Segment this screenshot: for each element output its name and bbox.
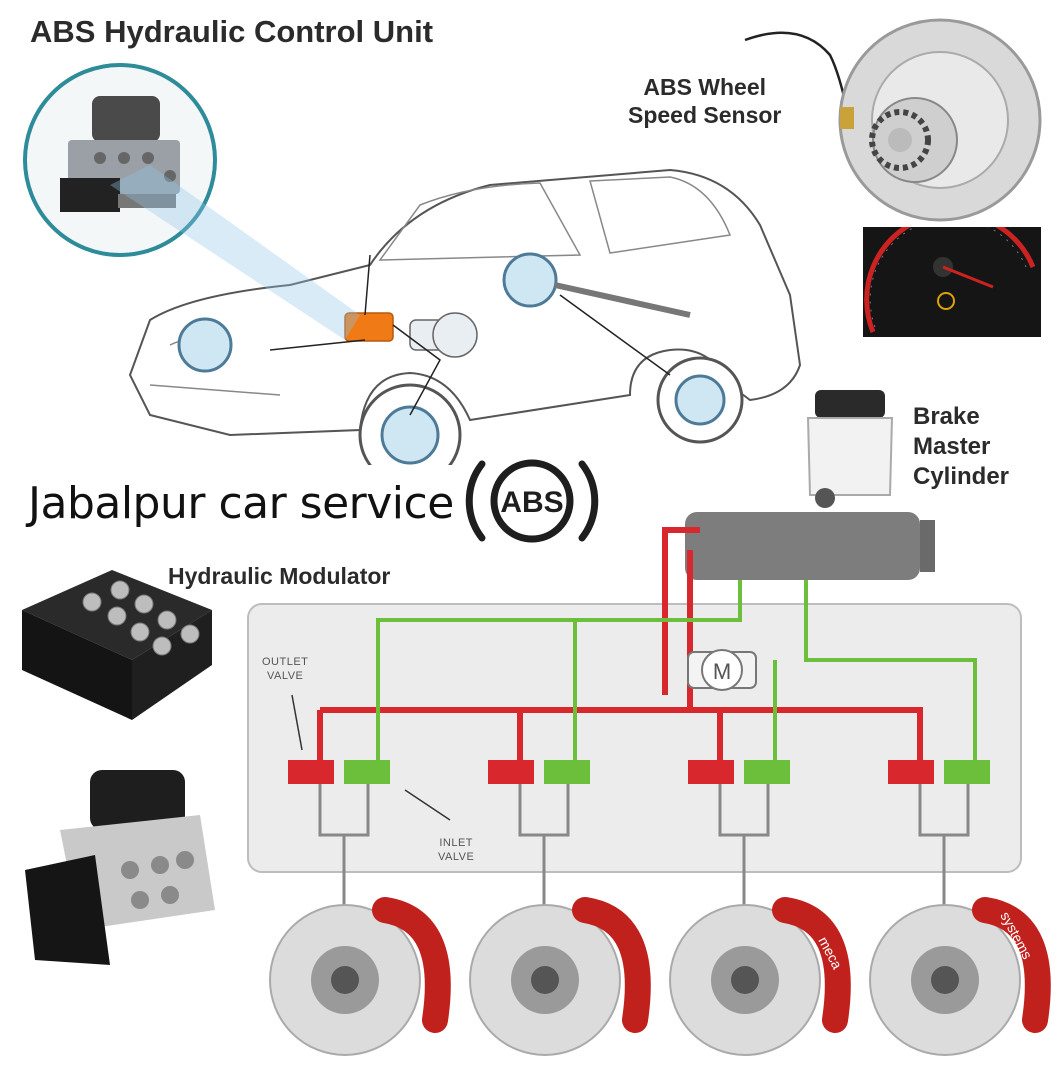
hydraulic-modulator-label: Hydraulic Modulator	[168, 563, 391, 589]
brake-rotors	[269, 897, 1051, 1056]
brand-text: Jabalpur car service	[28, 478, 454, 529]
dashboard-warning-inset	[863, 227, 1041, 337]
abs-symbol-text: ABS	[500, 486, 563, 519]
rotor-sensor-illustration	[744, 18, 1042, 222]
motor-label: M	[713, 659, 731, 684]
master-cylinder-illustration	[685, 390, 935, 580]
outlet-valve-label: OUTLET VALVE	[262, 655, 308, 684]
outlet-valve-label-line2: VALVE	[267, 670, 304, 683]
hcu-inset	[23, 63, 217, 257]
abs-warning-light-icon	[937, 292, 955, 310]
page-title: ABS Hydraulic Control Unit	[30, 14, 434, 49]
inlet-valve-label-line1: INLET	[439, 837, 474, 849]
modulator-unit-1	[22, 570, 212, 720]
abs-symbol-icon: ABS	[465, 459, 599, 543]
hcu-highlight-icon	[344, 312, 394, 342]
inlet-valve-label-line2: VALVE	[438, 851, 475, 864]
brake-master-label-line1: Brake	[913, 403, 980, 430]
outlet-valve-label-line1: OUTLET	[262, 656, 309, 668]
wheel-sensor-label: ABS Wheel Speed Sensor	[628, 74, 781, 129]
valve-pairs	[288, 760, 990, 784]
car-illustration	[110, 165, 802, 465]
brake-master-label-line3: Cylinder	[913, 463, 1010, 490]
modulator-unit-2	[25, 770, 215, 965]
wheel-sensor-label-line2: Speed Sensor	[628, 101, 782, 128]
brake-master-label-line2: Master	[913, 433, 991, 460]
inlet-valve-label: INLET VALVE	[438, 836, 474, 865]
hcu-unit-icon	[60, 96, 180, 212]
hydraulic-schematic: M meca systems	[247, 390, 1051, 1056]
brake-master-label: Brake Master Cylinder	[913, 402, 1009, 492]
wheel-sensor-label-line1: ABS Wheel	[643, 74, 767, 100]
